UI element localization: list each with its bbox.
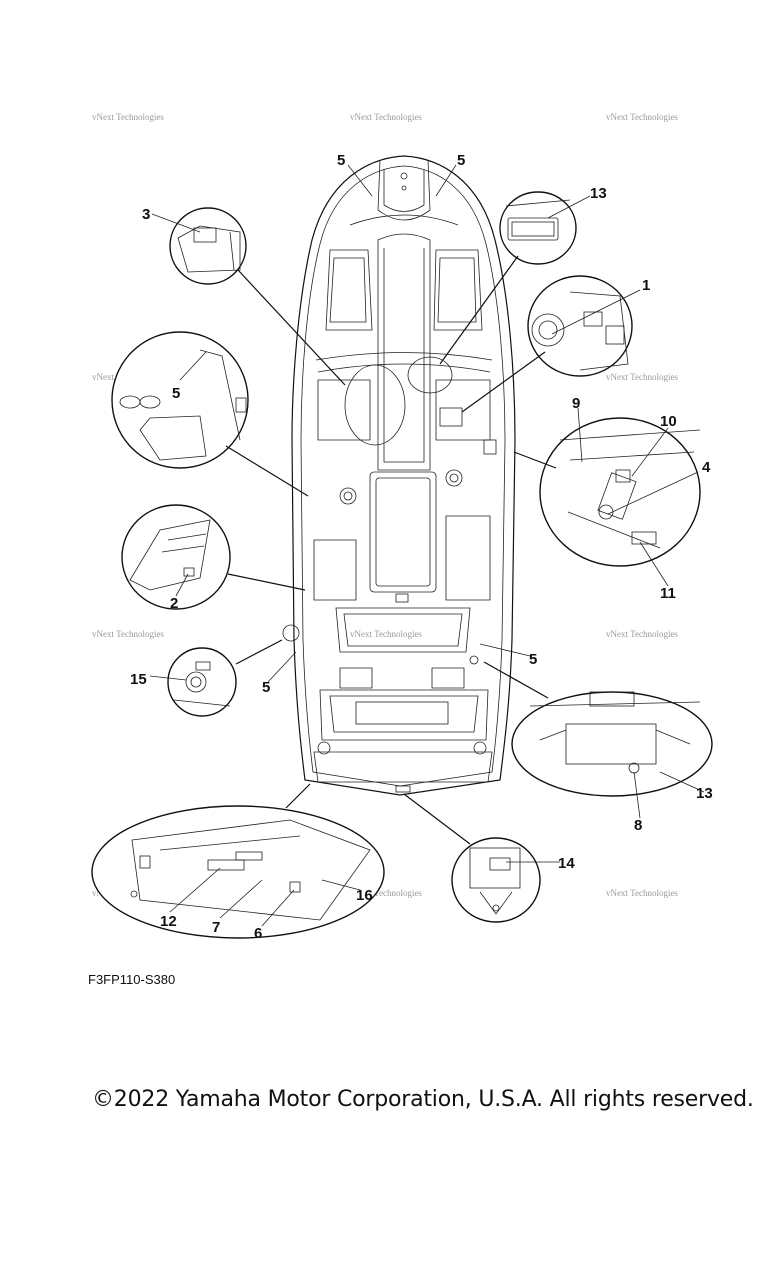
callout-6: 6 xyxy=(254,925,262,942)
callout-1: 1 xyxy=(642,277,650,294)
callout-2: 2 xyxy=(170,595,178,612)
callout-3: 3 xyxy=(142,206,150,223)
detail-8-13-stern xyxy=(511,691,713,797)
watermark-6: vNext Technologies xyxy=(92,629,164,639)
callout-16: 16 xyxy=(356,887,373,904)
copyright-notice: ©2022 Yamaha Motor Corporation, U.S.A. A… xyxy=(92,1087,754,1112)
detail-1 xyxy=(527,275,633,377)
callout-numbers: 5 5 3 13 1 5 9 10 4 11 2 15 5 5 13 8 14 … xyxy=(130,152,713,942)
watermark-10: vNext Technologies xyxy=(350,888,422,898)
detail-4-9-10-11 xyxy=(539,417,701,567)
callout-5-detail: 5 xyxy=(172,385,180,402)
callout-7: 7 xyxy=(212,919,220,936)
callout-9: 9 xyxy=(572,395,580,412)
watermark-5: vNext Technologies xyxy=(606,372,678,382)
callout-4: 4 xyxy=(702,459,711,476)
figure-code: F3FP110-S380 xyxy=(88,972,176,987)
callout-13-stern: 13 xyxy=(696,785,713,802)
detail-5-left xyxy=(111,331,249,469)
callout-5-stern-right: 5 xyxy=(529,651,537,668)
watermark-1: vNext Technologies xyxy=(92,112,164,122)
callout-5-bow-right: 5 xyxy=(457,152,465,169)
detail-12-7-6-16 xyxy=(91,805,385,939)
detail-2 xyxy=(121,504,231,610)
callout-leaders xyxy=(149,164,705,927)
callout-12: 12 xyxy=(160,913,177,930)
callout-5-bow-left: 5 xyxy=(337,152,345,169)
detail-13-top xyxy=(499,191,577,265)
detail-3 xyxy=(169,207,247,285)
watermark-11: vNext Technologies xyxy=(606,888,678,898)
leader-lines xyxy=(225,255,557,845)
watermark-3: vNext Technologies xyxy=(606,112,678,122)
detail-15 xyxy=(167,647,237,717)
watermark-8: vNext Technologies xyxy=(606,629,678,639)
callout-13-top: 13 xyxy=(590,185,607,202)
watermark-7: vNext Technologies xyxy=(350,629,422,639)
callout-14: 14 xyxy=(558,855,575,872)
callout-5-stern-left: 5 xyxy=(262,679,270,696)
watermark-2: vNext Technologies xyxy=(350,112,422,122)
boat-hull xyxy=(282,155,516,796)
callout-15: 15 xyxy=(130,671,147,688)
callout-11: 11 xyxy=(660,585,676,602)
detail-14 xyxy=(451,837,541,923)
callout-8: 8 xyxy=(634,817,642,834)
callout-10: 10 xyxy=(660,413,677,430)
